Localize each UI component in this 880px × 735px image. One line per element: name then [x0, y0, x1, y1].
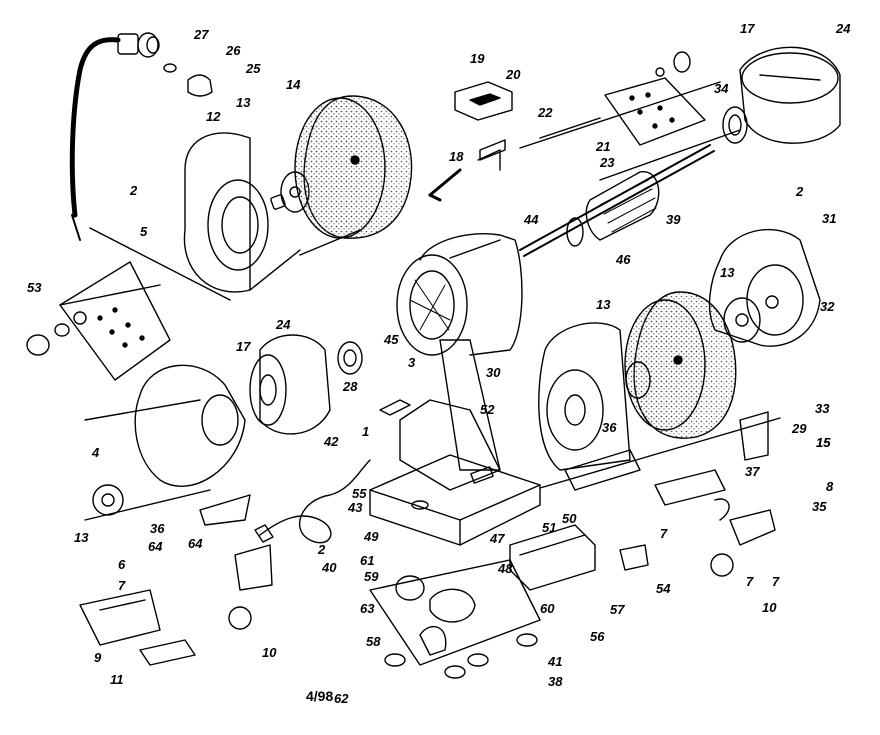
callout-label: 2: [130, 183, 138, 198]
callout-label: 6: [118, 557, 126, 572]
callout-label: 7: [118, 578, 126, 593]
callout-label: 34: [714, 81, 729, 96]
callout-label: 13: [74, 530, 89, 545]
callout-label: 7: [772, 574, 780, 589]
callout-label: 5: [140, 224, 148, 239]
callout-label: 58: [366, 634, 381, 649]
callout-label: 30: [486, 365, 501, 380]
grinder-base: [370, 340, 540, 545]
callout-label: 25: [246, 61, 261, 76]
callout-label: 39: [666, 212, 681, 227]
callout-label: 17: [740, 21, 755, 36]
right-wheel-assembly: [539, 292, 780, 490]
callout-label: 28: [343, 379, 358, 394]
callout-label: 21: [596, 139, 611, 154]
callout-label: 26: [226, 43, 241, 58]
callout-label: 24: [276, 317, 291, 332]
callout-label: 36: [150, 521, 165, 536]
callout-label: 35: [812, 499, 827, 514]
callout-label: 18: [449, 149, 464, 164]
callout-label: 37: [745, 464, 760, 479]
callout-label: 12: [206, 109, 221, 124]
callout-label: 7: [660, 526, 668, 541]
callout-label: 57: [610, 602, 625, 617]
callout-label: 59: [364, 569, 379, 584]
callout-label: 42: [324, 434, 339, 449]
callout-label: 23: [600, 155, 615, 170]
callout-label: 15: [816, 435, 831, 450]
left-eye-shield: [27, 262, 170, 380]
callout-label: 40: [322, 560, 337, 575]
callout-label: 10: [262, 645, 277, 660]
callout-label: 2: [318, 542, 326, 557]
callout-label: 11: [110, 672, 124, 687]
callout-label: 15: [816, 435, 831, 450]
tool-rests: [80, 412, 775, 665]
callout-label: 55: [352, 486, 367, 501]
motor-housing: [397, 234, 522, 355]
callout-label: 44: [524, 212, 539, 227]
callout-label: 4: [92, 445, 100, 460]
callout-label: 48: [498, 561, 513, 576]
left-lower-guard: [85, 365, 250, 525]
callout-label: 13: [236, 95, 251, 110]
callout-label: 1: [362, 424, 370, 439]
callout-label: 61: [360, 553, 375, 568]
callout-label: 13: [720, 265, 735, 280]
callout-label: 20: [506, 67, 521, 82]
left-wheel-assembly: [90, 96, 412, 300]
callout-label: 8: [826, 479, 834, 494]
right-upper-guard: [710, 230, 820, 347]
callout-label: 32: [820, 299, 835, 314]
callout-label: 19: [470, 51, 485, 66]
callout-label: 24: [836, 21, 851, 36]
callout-label: 9: [94, 650, 102, 665]
armature: [520, 145, 714, 256]
callout-label: 51: [542, 520, 557, 535]
callout-label: 43: [348, 500, 363, 515]
callout-label: 36: [602, 420, 617, 435]
callout-label: 38: [548, 674, 563, 689]
callout-label: 64: [148, 539, 163, 554]
callout-label: 22: [538, 105, 553, 120]
callout-label: 54: [656, 581, 671, 596]
callout-label: 33: [815, 401, 830, 416]
callout-label: 63: [360, 601, 375, 616]
switch-plate-tray: [370, 525, 648, 678]
shield-bracket: [430, 82, 512, 200]
end-cover-right: [656, 47, 840, 143]
callout-label: 7: [746, 574, 754, 589]
callout-label: 46: [616, 252, 631, 267]
callout-label: 2: [796, 184, 804, 199]
callout-label: 50: [562, 511, 577, 526]
callout-label: 56: [590, 629, 605, 644]
callout-label: 49: [364, 529, 379, 544]
callout-label: 3: [408, 355, 416, 370]
callout-label: 52: [480, 402, 495, 417]
callout-label: 14: [286, 77, 301, 92]
callout-label: 45: [384, 332, 399, 347]
callout-label: 62: [334, 691, 349, 706]
callout-label: 27: [194, 27, 209, 42]
end-cover-left: [250, 335, 362, 434]
callout-label: 13: [596, 297, 611, 312]
callout-label: 10: [762, 600, 777, 615]
callout-label: 47: [490, 531, 505, 546]
callout-label: 17: [236, 339, 251, 354]
callout-label: 60: [540, 601, 555, 616]
callout-label: 29: [792, 421, 807, 436]
callout-label: 64: [188, 536, 203, 551]
flex-lamp: [72, 33, 212, 240]
power-cord: [255, 460, 370, 543]
callout-label: 31: [822, 211, 837, 226]
eye-shield-right: [520, 78, 740, 180]
date-code: 4/98: [306, 688, 334, 704]
callout-label: 53: [27, 280, 42, 295]
callout-label: 41: [548, 654, 563, 669]
